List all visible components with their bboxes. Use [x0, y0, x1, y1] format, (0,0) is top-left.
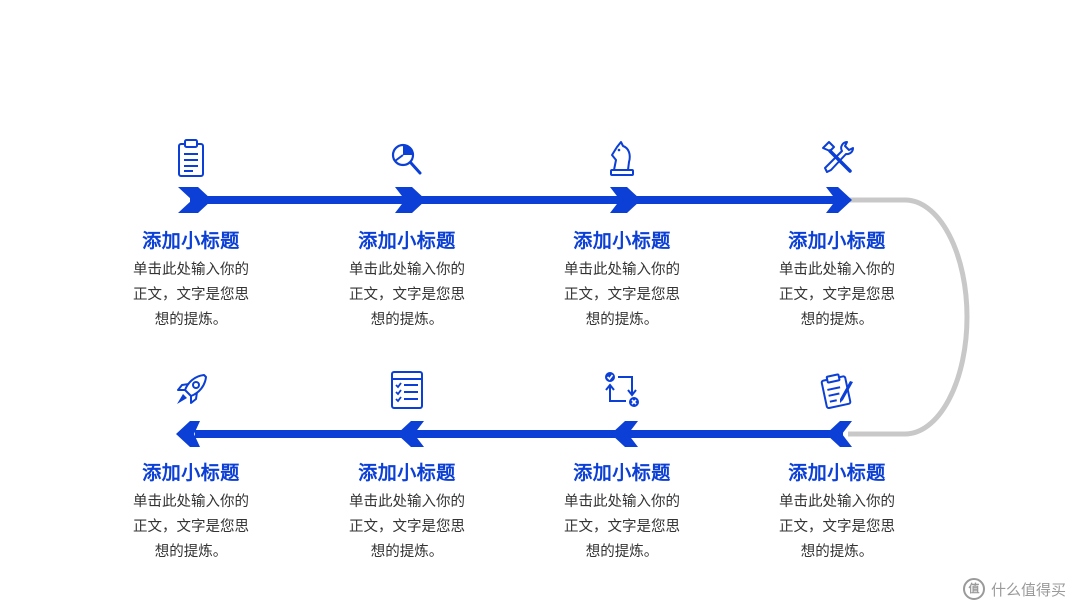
step-title: 添加小标题	[788, 462, 886, 484]
desc-line: 单击此处输入你的	[133, 262, 249, 278]
u-turn-connector	[848, 197, 970, 437]
step-title: 添加小标题	[358, 230, 456, 252]
desc-line: 想的提炼。	[370, 312, 444, 328]
desc-line: 单击此处输入你的	[349, 262, 465, 278]
tools-icon	[822, 141, 855, 173]
desc-line: 想的提炼。	[585, 544, 659, 560]
step-title: 添加小标题	[142, 462, 240, 484]
step-description: 单击此处输入你的 正文，文字是您思 想的提炼。	[540, 258, 704, 333]
step-description: 单击此处输入你的 正文，文字是您思 想的提炼。	[109, 490, 273, 565]
watermark-badge: 值	[962, 578, 985, 600]
desc-line: 想的提炼。	[370, 544, 444, 560]
desc-line: 单击此处输入你的	[564, 262, 680, 278]
desc-line: 正文，文字是您思	[133, 519, 249, 535]
desc-line: 想的提炼。	[800, 544, 874, 560]
desc-line: 单击此处输入你的	[349, 494, 465, 510]
desc-line: 想的提炼。	[154, 544, 228, 560]
cycle-check-icon	[605, 372, 639, 407]
desc-line: 想的提炼。	[154, 312, 228, 328]
top-start-chevron	[178, 187, 212, 213]
desc-line: 想的提炼。	[585, 312, 659, 328]
top-timeline-bar	[190, 196, 838, 204]
bottom-chevron-2	[611, 421, 638, 447]
rocket-icon	[177, 374, 207, 404]
bottom-end-arrow	[176, 421, 200, 447]
step-description: 单击此处输入你的 正文，文字是您思 想的提炼。	[109, 258, 273, 333]
step-description: 单击此处输入你的 正文，文字是您思 想的提炼。	[325, 490, 489, 565]
desc-line: 正文，文字是您思	[564, 519, 680, 535]
note-pencil-icon	[820, 373, 853, 410]
top-chevron-2	[395, 187, 426, 213]
step-title: 添加小标题	[142, 230, 240, 252]
desc-line: 正文，文字是您思	[349, 519, 465, 535]
chess-knight-icon	[610, 141, 634, 176]
top-chevron-3	[610, 187, 641, 213]
top-end-chevron	[826, 187, 852, 213]
desc-line: 单击此处输入你的	[564, 494, 680, 510]
desc-line: 正文，文字是您思	[564, 287, 680, 303]
desc-line: 单击此处输入你的	[133, 494, 249, 510]
desc-line: 正文，文字是您思	[779, 287, 895, 303]
desc-line: 正文，文字是您思	[133, 287, 249, 303]
step-title: 添加小标题	[358, 462, 456, 484]
step-description: 单击此处输入你的 正文，文字是您思 想的提炼。	[540, 490, 704, 565]
step-description: 单击此处输入你的 正文，文字是您思 想的提炼。	[325, 258, 489, 333]
watermark: 值 什么值得买	[962, 578, 1066, 600]
desc-line: 单击此处输入你的	[779, 262, 895, 278]
step-description: 单击此处输入你的 正文，文字是您思 想的提炼。	[755, 490, 919, 565]
bottom-chevron-3	[397, 421, 424, 447]
desc-line: 正文，文字是您思	[779, 519, 895, 535]
bottom-timeline-bar	[195, 430, 843, 438]
desc-line: 正文，文字是您思	[349, 287, 465, 303]
desc-line: 单击此处输入你的	[779, 494, 895, 510]
clipboard-icon	[178, 139, 204, 177]
checklist-icon	[391, 371, 423, 409]
desc-line: 想的提炼。	[800, 312, 874, 328]
step-title: 添加小标题	[573, 462, 671, 484]
step-description: 单击此处输入你的 正文，文字是您思 想的提炼。	[755, 258, 919, 333]
watermark-text: 什么值得买	[990, 580, 1066, 599]
bottom-start-chevron	[826, 421, 852, 447]
chart-search-icon	[391, 143, 422, 175]
step-title: 添加小标题	[788, 230, 886, 252]
step-title: 添加小标题	[573, 230, 671, 252]
